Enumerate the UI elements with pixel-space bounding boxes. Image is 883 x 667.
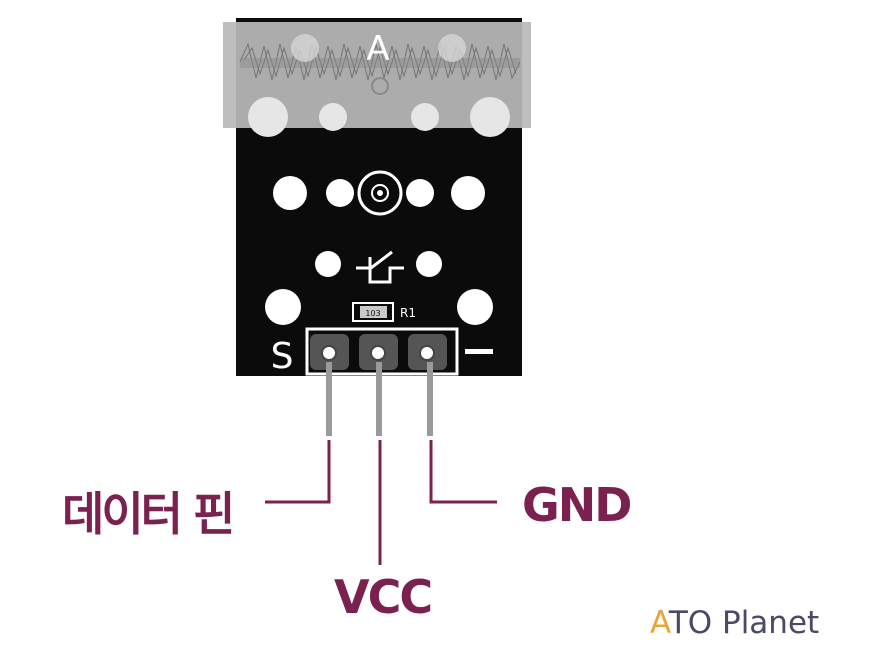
logo-accent: A [650,605,669,641]
hole [451,176,485,210]
hole [406,179,434,207]
pin-pads [310,334,447,370]
gnd-pin-label: GND [522,478,632,532]
leader-data [265,440,331,504]
vcc-pin-label: VCC [334,570,433,624]
sensor-target-icon [357,170,403,216]
pad-dot [370,345,386,361]
pin-legs [326,362,433,436]
logo-text: TO Planet [668,605,820,641]
leader-lines [265,440,497,565]
hole [315,251,341,277]
switch-symbol-icon [356,250,404,284]
pad-dot [321,345,337,361]
hole [470,97,510,137]
hole [416,251,442,277]
ato-planet-logo: ATO Planet [650,605,819,641]
resistor [352,302,394,322]
resistor-ref: R1 [400,306,416,320]
data-pin-label: 데이터 핀 [62,487,235,541]
minus-label [465,349,493,354]
hole [273,176,307,210]
signal-label: S [271,336,294,377]
leader-gnd [429,440,497,504]
pcb-holes [248,97,510,325]
resistor-value: 103 [365,309,380,318]
pad-dot [419,345,435,361]
hole [326,179,354,207]
hole [411,103,439,131]
hole [265,289,301,325]
hole [248,97,288,137]
top-marking: A [366,29,389,69]
hole [457,289,493,325]
hole [319,103,347,131]
